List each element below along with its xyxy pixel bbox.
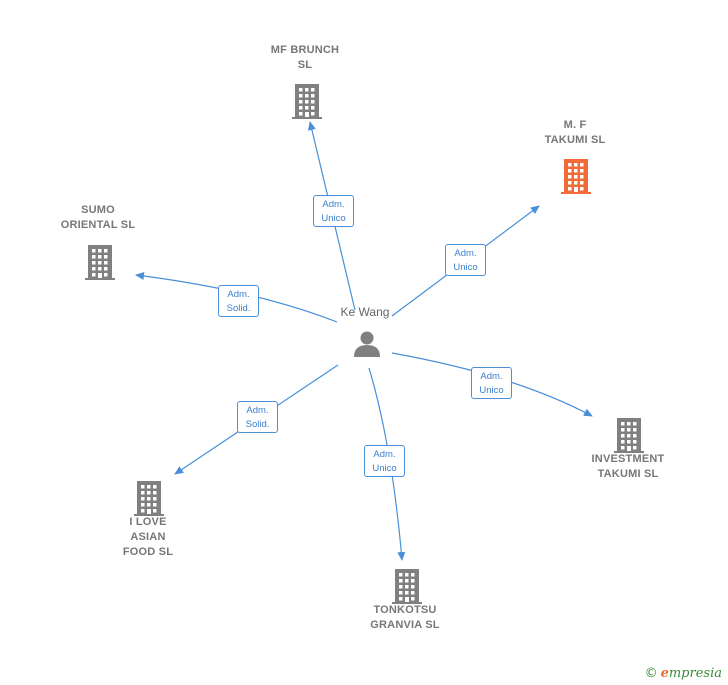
edge-role-badge-investment-takumi[interactable]: Adm. Unico bbox=[471, 367, 512, 399]
edge-role-badge-mf-brunch[interactable]: Adm. Unico bbox=[313, 195, 354, 227]
building-icon-i-love-asian-food[interactable] bbox=[134, 481, 164, 516]
company-label-sumo-oriental[interactable]: SUMO ORIENTAL SL bbox=[60, 204, 136, 231]
company-label-mf-takumi[interactable]: M. F TAKUMI SL bbox=[544, 119, 606, 146]
company-label-investment-takumi[interactable]: INVESTMENT TAKUMI SL bbox=[591, 453, 665, 480]
building-icon-tonkotsu-granvia[interactable] bbox=[392, 569, 422, 604]
edge-role-line1: Adm. bbox=[227, 289, 250, 300]
building-icon-mf-brunch[interactable] bbox=[292, 84, 322, 119]
building-icon-sumo-oriental[interactable] bbox=[85, 245, 115, 280]
edge-role-line1: Adm. bbox=[246, 405, 269, 416]
edge-role-badge-i-love-asian-food[interactable]: Adm. Solid. bbox=[237, 401, 278, 433]
company-label-tonkotsu-granvia[interactable]: TONKOTSU GRANVIA SL bbox=[370, 604, 440, 631]
edge-role-badge-mf-takumi[interactable]: Adm. Unico bbox=[445, 244, 486, 276]
center-person-name[interactable]: Ke Wang bbox=[340, 305, 390, 319]
edge-role-line1: Adm. bbox=[454, 248, 477, 259]
edge-role-line1: Adm. bbox=[480, 371, 503, 382]
nodes-layer bbox=[85, 84, 644, 604]
edge-role-line2: Unico bbox=[321, 213, 346, 224]
edge-role-line2: Unico bbox=[453, 262, 478, 273]
edge-role-line2: Solid. bbox=[226, 303, 251, 314]
edge-role-line1: Adm. bbox=[373, 449, 396, 460]
edge-role-line2: Solid. bbox=[245, 419, 270, 430]
copyright-icon: © bbox=[644, 666, 658, 681]
building-icon-investment-takumi[interactable] bbox=[614, 418, 644, 453]
company-label-mf-brunch[interactable]: MF BRUNCH SL bbox=[270, 44, 340, 71]
empresia-watermark: ©empresia bbox=[644, 666, 722, 681]
edge-role-line2: Unico bbox=[372, 463, 397, 474]
company-label-i-love-asian-food[interactable]: I LOVE ASIAN FOOD SL bbox=[122, 516, 174, 558]
edge-role-line1: Adm. bbox=[322, 199, 345, 210]
person-icon[interactable] bbox=[354, 331, 380, 358]
building-icon-mf-takumi[interactable] bbox=[561, 159, 591, 194]
edge-role-line2: Unico bbox=[479, 385, 504, 396]
edge-role-badge-tonkotsu-granvia[interactable]: Adm. Unico bbox=[364, 445, 405, 477]
edge-role-badge-sumo-oriental[interactable]: Adm. Solid. bbox=[218, 285, 259, 317]
